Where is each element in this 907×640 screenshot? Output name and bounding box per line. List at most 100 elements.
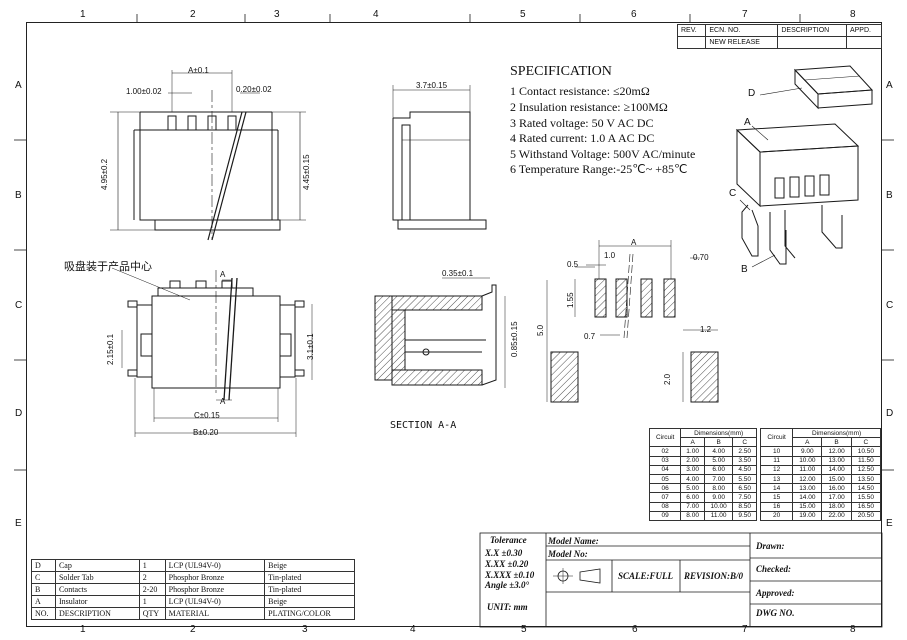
isometric-view [735,65,874,268]
dimension-row-cell: 14.00 [792,492,823,503]
dimension-row-cell: 7.50 [732,492,757,503]
dimension-row-cell: 6.50 [732,483,757,494]
dimension-row-cell: 5.00 [703,455,734,466]
zone-col-2-bottom: 2 [190,624,196,635]
dim-header-b: B [821,437,852,448]
dim-pin-width: 0.20±0.02 [236,85,272,94]
zone-col-7-bottom: 7 [742,624,748,635]
specification-title: SPECIFICATION [510,64,612,79]
tolerance-label: Tolerance [490,535,527,545]
fp-155: 1.55 [566,292,575,308]
zone-row-b-right: B [886,190,893,201]
fp-a: A [631,238,637,247]
dimension-row-cell: 06 [648,483,682,494]
drawing-frame [26,22,882,627]
dimension-row-cell: 12.50 [850,464,882,475]
spec-item: 6 Temperature Range:-25℃~ +85℃ [510,162,688,176]
zone-col-2: 2 [190,9,196,20]
dimension-row-cell: 20.50 [850,510,882,521]
dim-tab-height: 0.35±0.1 [442,269,474,278]
approved-label: Approved: [756,588,795,598]
zone-col-1-bottom: 1 [80,624,86,635]
dim-w2: 3.1±0.1 [306,333,315,360]
zone-col-3: 3 [274,9,280,20]
dimension-row-cell: 15.50 [850,492,882,503]
dimension-row-cell: 13.00 [821,455,852,466]
dim-w1: 2.15±0.1 [106,333,115,365]
zone-row-c: C [15,300,23,311]
dimension-row-cell: 9.00 [792,446,823,457]
dimension-row-cell: 20 [759,510,794,521]
dimension-row-cell: 03 [648,455,682,466]
dimension-row-cell: 22.00 [821,510,852,521]
dim-height-body: 4.45±0.15 [302,154,311,190]
iso-label-d: D [748,88,756,99]
spec-item: 1 Contact resistance: ≤20mΩ [510,84,650,98]
spec-item: 5 Withstand Voltage: 500V AC/minute [510,147,696,161]
bom-row-cell: PLATING/COLOR [264,607,355,620]
zone-row-c-right: C [886,300,894,311]
bom-row-cell: Cap [54,559,140,572]
dimension-row-cell: 15.00 [792,501,823,512]
dimension-row-cell: 14.00 [821,464,852,475]
dim-header-a: A [792,437,823,448]
bom-row-cell: DESCRIPTION [54,607,140,620]
dimension-row-cell: 13.50 [850,473,882,485]
section-label: SECTION A-A [390,420,457,431]
section-marker-bottom: A [220,397,226,406]
dimension-row-cell: 12.00 [821,446,852,457]
description-cell [777,36,847,49]
dimension-row-cell: 16.50 [850,501,882,512]
zone-col-8: 8 [850,9,856,20]
dimension-row-cell: 02 [648,446,682,457]
dimension-row-cell: 12.00 [792,473,823,485]
dimension-row-cell: 1.00 [680,446,705,457]
revision-table: REV. ECN. NO. DESCRIPTION APPD. NEW RELE… [676,24,883,49]
dimension-row-cell: 3.50 [732,455,757,466]
dimension-row-cell: 08 [648,501,682,512]
tolerance-xx: X.XX ±0.20 [485,559,529,569]
dimension-row-cell: 11.50 [850,455,882,466]
bom-row-cell: 2 [138,571,166,584]
dimension-row-cell: 2.50 [732,446,757,457]
dimension-row-cell: 5.00 [680,483,705,494]
dim-header-title: Dimensions(mm) [680,427,757,439]
rev-header: REV. [676,24,707,37]
zone-col-3-bottom: 3 [302,624,308,635]
spec-item: 2 Insulation resistance: ≥100MΩ [510,100,668,114]
dim-c: C±0.15 [194,411,220,420]
dimension-row-cell: 09 [648,510,682,521]
dimension-row-cell: 11.00 [703,510,734,521]
drawn-label: Drawn: [756,541,785,551]
dimension-row-cell: 10 [759,446,794,457]
dimension-row-cell: 12 [759,464,794,475]
dimension-row-cell: 2.00 [680,455,705,466]
dimension-row-cell: 11 [759,455,794,466]
dimension-row-cell: 8.00 [703,483,734,494]
dimension-row-cell: 14.50 [850,483,882,494]
dimension-row-cell: 13.00 [792,483,823,494]
pick-place-note: 吸盘装于产品中心 [64,261,152,273]
pcb-footprint [546,240,719,403]
dimension-row-cell: 15 [759,492,794,503]
tolerance-angle: Angle ±3.0° [485,580,530,590]
dimension-row-cell: 10.50 [850,446,882,457]
checked-label: Checked: [756,564,791,574]
section-marker-top: A [220,270,226,279]
dimension-row-cell: 16.00 [821,483,852,494]
bom-row-cell: 1 [138,595,166,608]
bom-row-cell: LCP (UL94V-0) [164,595,266,608]
model-name-label: Model Name: [548,536,599,546]
